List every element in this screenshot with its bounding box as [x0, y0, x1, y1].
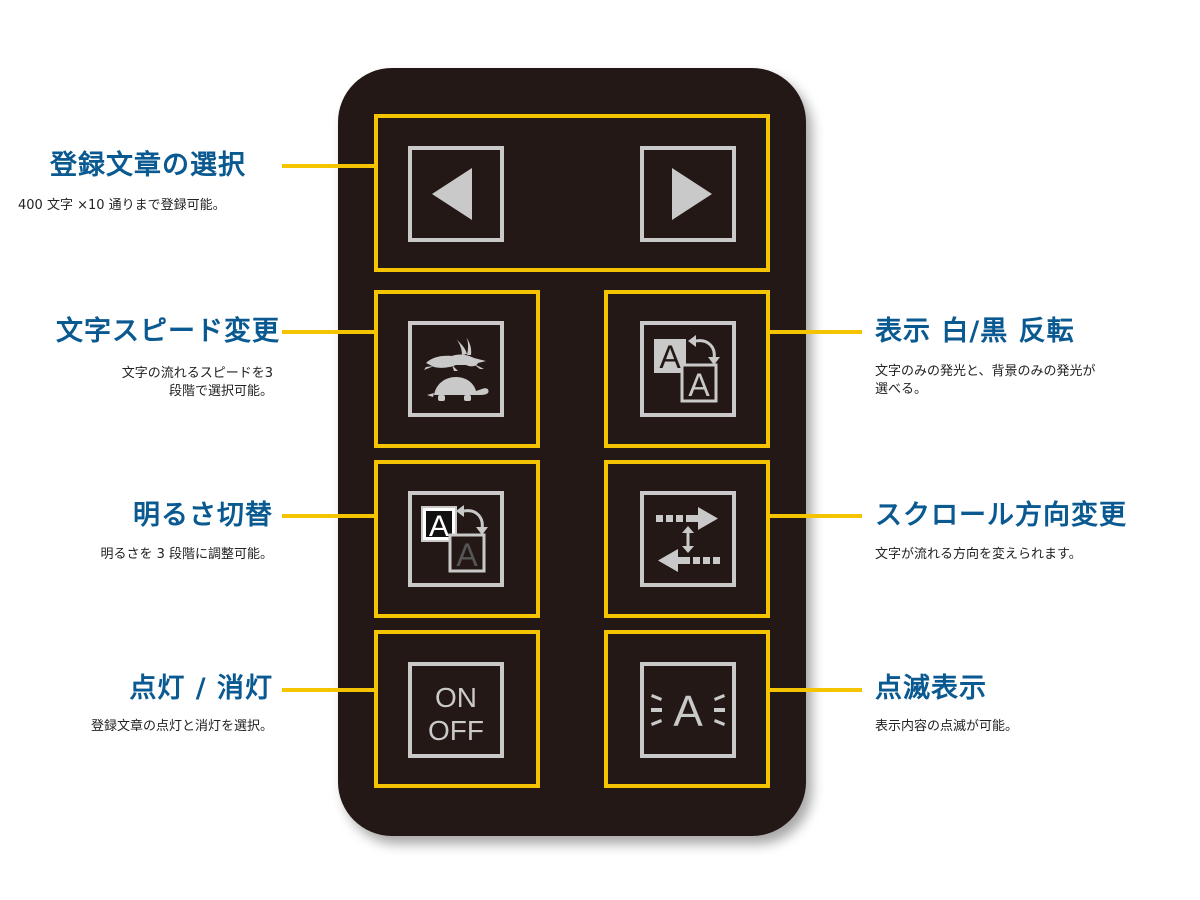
- onoff-key-frame: [374, 630, 540, 788]
- scroll-direction-button[interactable]: [640, 491, 736, 587]
- scroll-desc: 文字が流れる方向を変えられます。: [875, 547, 1082, 562]
- blink-rays-icon: [651, 694, 725, 726]
- rabbit-icon: [424, 337, 486, 371]
- speed-key-frame: [374, 290, 540, 448]
- blink-title: 点滅表示: [875, 673, 987, 704]
- rotate-arrow-icon: [695, 339, 716, 360]
- speed-title: 文字スピード変更: [56, 316, 280, 347]
- blink-desc: 表示内容の点滅が可能。: [875, 719, 1019, 734]
- rabbit-turtle-icon: [424, 337, 489, 401]
- invert-title: 表示 白/黒 反転: [875, 316, 1075, 347]
- turtle-icon: [427, 377, 489, 401]
- speed-desc-line-2: 段階で選択可能。: [168, 384, 273, 399]
- blink-connector-line: [770, 688, 862, 692]
- brightness-icon: A A: [421, 505, 488, 573]
- scroll-connector-line: [770, 514, 862, 518]
- invert-desc-line-1: 文字のみの発光と、背景のみの発光が: [875, 364, 1096, 379]
- invert-connector-line: [770, 330, 862, 334]
- invert-desc: 文字のみの発光と、背景のみの発光が 選べる。: [875, 363, 1195, 399]
- select-group-frame: [374, 114, 770, 272]
- onoff-desc: 登録文章の点灯と消灯を選択。: [90, 719, 273, 734]
- on-off-icon: ON OFF: [428, 682, 484, 746]
- vertical-double-arrow-icon: [682, 526, 694, 553]
- scroll-title: スクロール方向変更: [875, 500, 1127, 531]
- invert-icon: A A: [654, 335, 720, 403]
- scroll-key-frame: [604, 460, 770, 618]
- scroll-direction-icon: [656, 507, 720, 572]
- speed-desc: 文字の流れるスピードを3 段階で選択可能。: [33, 365, 273, 401]
- invert-key-frame: [604, 290, 770, 448]
- rotate-arrow-icon: [463, 509, 484, 530]
- invert-letter-top: A: [659, 339, 681, 375]
- brightness-button[interactable]: A A: [408, 491, 504, 587]
- on-label: ON: [435, 682, 477, 713]
- triangle-right-icon: [672, 168, 712, 220]
- blink-button[interactable]: A: [640, 662, 736, 758]
- invert-button[interactable]: A A: [640, 321, 736, 417]
- brightness-key-frame: [374, 460, 540, 618]
- brightness-connector-line: [282, 514, 374, 518]
- invert-letter-bottom: A: [688, 367, 710, 403]
- select-title: 登録文章の選択: [50, 150, 246, 181]
- brightness-title: 明るさ切替: [133, 500, 273, 531]
- on-off-button[interactable]: ON OFF: [408, 662, 504, 758]
- brightness-letter-top: A: [429, 510, 449, 543]
- next-message-button[interactable]: [640, 146, 736, 242]
- speed-desc-line-1: 文字の流れるスピードを3: [121, 366, 273, 381]
- select-connector-line: [282, 164, 374, 168]
- arrow-left-icon: [658, 549, 720, 572]
- blink-letter: A: [673, 687, 703, 736]
- invert-desc-line-2: 選べる。: [875, 382, 928, 397]
- blink-icon: A: [651, 687, 725, 736]
- brightness-desc: 明るさを 3 段階に調整可能。: [100, 547, 273, 562]
- previous-message-button[interactable]: [408, 146, 504, 242]
- select-desc: 400 文字 ×10 通りまで登録可能。: [18, 198, 226, 213]
- off-label: OFF: [428, 715, 484, 746]
- arrow-right-icon: [656, 507, 718, 530]
- speed-connector-line: [282, 330, 374, 334]
- brightness-letter-bottom: A: [456, 537, 478, 573]
- onoff-title: 点灯 / 消灯: [129, 673, 273, 704]
- onoff-connector-line: [282, 688, 374, 692]
- speed-button[interactable]: [408, 321, 504, 417]
- triangle-left-icon: [432, 168, 472, 220]
- blink-key-frame: [604, 630, 770, 788]
